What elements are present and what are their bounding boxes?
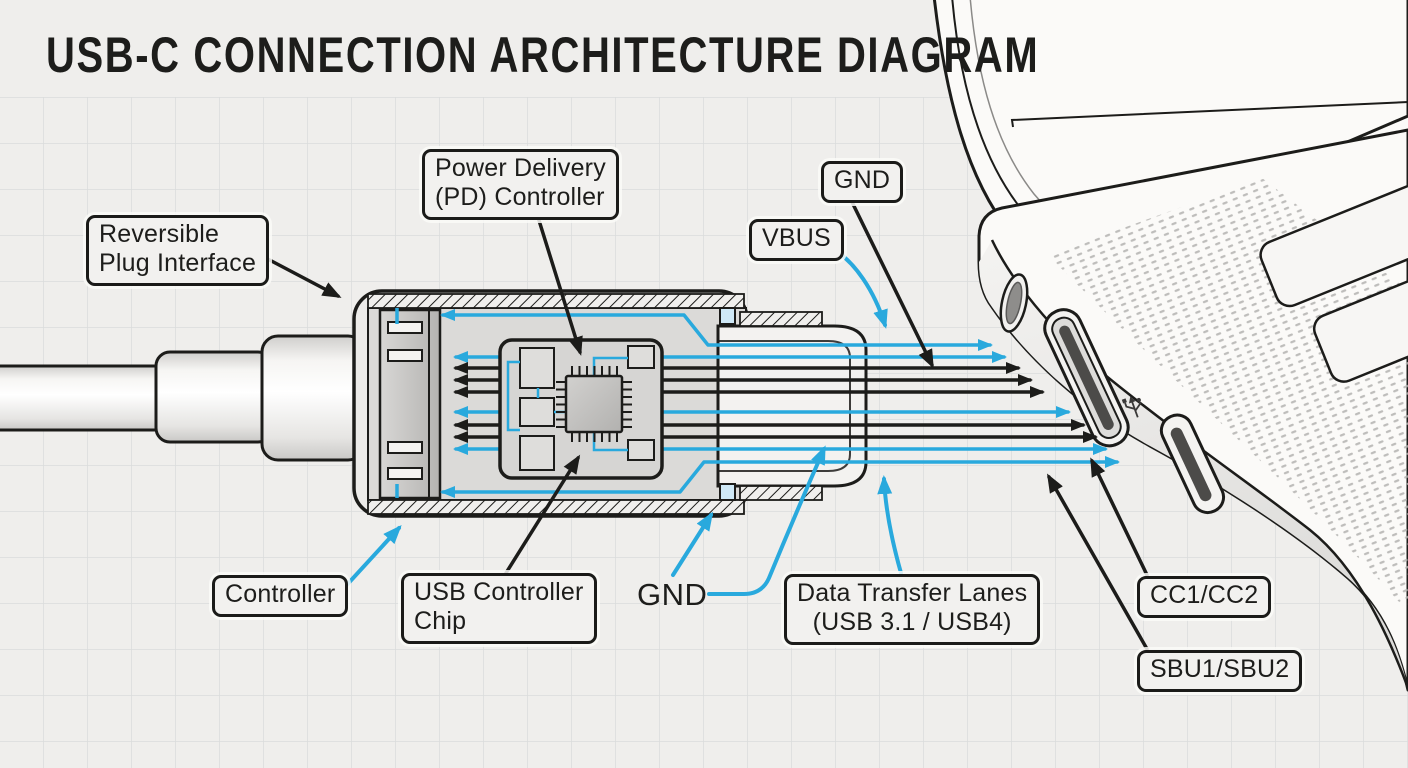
leader-power-delivery <box>535 212 583 356</box>
page-title: USB-C CONNECTION ARCHITECTURE DIAGRAM <box>46 27 1040 83</box>
component <box>627 345 655 369</box>
label-sbu1-sbu2: SBU1/SBU2 <box>1137 650 1303 692</box>
label-vbus: VBUS <box>749 219 844 261</box>
plug-contact-block <box>378 308 442 500</box>
label-gnd-bottom: GND <box>637 577 708 612</box>
component <box>519 397 555 427</box>
label-reversible-plug-interface: Reversible Plug Interface <box>86 215 270 286</box>
leader-controller <box>342 525 402 590</box>
component <box>519 347 555 389</box>
label-data-transfer-lanes: Data Transfer Lanes (USB 3.1 / USB4) <box>784 574 1041 645</box>
lane-vbus-bottom <box>440 456 1120 498</box>
leader-usb-controller-chip <box>504 454 581 575</box>
keyboard-area <box>1259 170 1408 383</box>
label-power-delivery-controller: Power Delivery (PD) Controller <box>422 149 619 220</box>
cable <box>0 334 366 462</box>
component <box>519 435 555 471</box>
pcb-assembly <box>498 338 664 480</box>
headphone-jack <box>999 273 1029 333</box>
housing-hatch-bottom <box>367 499 745 515</box>
leader-gnd-bottom-b <box>707 445 826 596</box>
leader-reversible-plug <box>260 254 342 298</box>
leader-gnd-bottom-a <box>671 511 714 577</box>
leader-sbu <box>1047 473 1149 651</box>
usb-controller-chip <box>556 366 632 442</box>
leader-gnd-top <box>849 198 934 369</box>
callout-leaders <box>260 198 1149 651</box>
laptop <box>932 0 1408 692</box>
laptop-body <box>977 128 1408 692</box>
usb-c-port <box>1043 308 1130 448</box>
label-usb-controller-chip: USB Controller Chip <box>401 573 597 644</box>
housing-hatch-top <box>367 293 745 309</box>
lane-vbus-top <box>440 309 993 351</box>
leader-data-transfer <box>877 475 903 575</box>
label-gnd-top: GND <box>821 161 904 203</box>
label-controller: Controller <box>212 575 349 617</box>
plug-shell <box>716 307 868 501</box>
usb-c-port-secondary <box>1159 413 1226 515</box>
usb-symbol-icon <box>1121 396 1142 418</box>
leader-cc <box>1090 457 1149 577</box>
component <box>627 439 655 461</box>
label-cc1-cc2: CC1/CC2 <box>1137 576 1272 618</box>
